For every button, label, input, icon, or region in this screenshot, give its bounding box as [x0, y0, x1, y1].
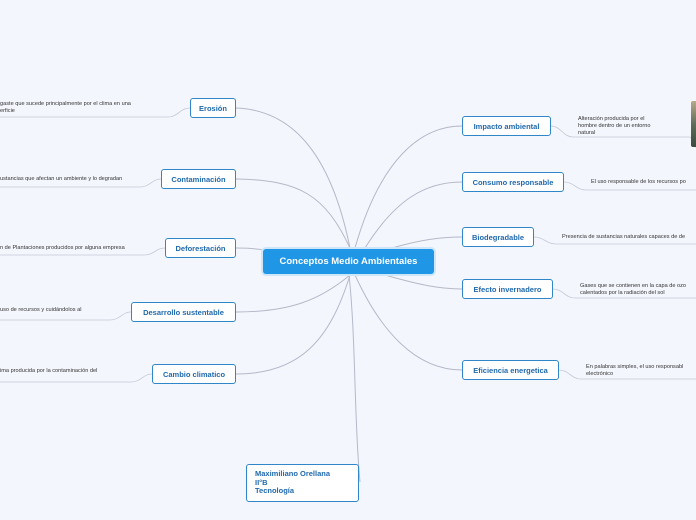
- connector-cambio: [235, 274, 351, 375]
- connector-contaminacion: [235, 178, 351, 249]
- author-note[interactable]: Maximiliano Orellana II°B Tecnología: [246, 464, 359, 502]
- author-name: Maximiliano Orellana: [255, 469, 331, 478]
- desc-erosion: gaste que sucede principalmente por el c…: [0, 101, 131, 114]
- topic-contaminacion[interactable]: Contaminación: [161, 169, 236, 189]
- desc-cambio-climatico: ima producida por la contaminación del: [0, 368, 98, 374]
- topic-erosion[interactable]: Erosión: [190, 98, 236, 118]
- desc-contaminacion: ustancias que afectan un ambiente y lo d…: [0, 176, 123, 182]
- connector-erosion: [235, 107, 351, 249]
- desc-deforestacion: n de Plantaciones producidos por alguna …: [0, 245, 125, 251]
- central-topic[interactable]: Conceptos Medio Ambientales: [263, 249, 434, 274]
- connector-desarrollo: [235, 274, 351, 313]
- topic-biodegradable[interactable]: Biodegradable: [462, 227, 534, 247]
- connector-eficiencia: [354, 274, 463, 371]
- topic-efecto-invernadero[interactable]: Efecto invernadero: [462, 279, 553, 299]
- image-thumbnail[interactable]: [691, 101, 696, 147]
- connector-author: [348, 274, 361, 483]
- desc-consumo-responsable: El uso responsable de los recursos po: [591, 179, 686, 185]
- author-subject: Tecnología: [255, 486, 295, 496]
- topic-impacto-ambiental[interactable]: Impacto ambiental: [462, 116, 551, 136]
- topic-deforestacion[interactable]: Deforestación: [165, 238, 236, 258]
- connector-efecto: [384, 274, 463, 290]
- topic-eficiencia-energetica[interactable]: Eficiencia energetica: [462, 360, 559, 380]
- connector-impacto: [354, 125, 463, 249]
- connector-biodegradable: [391, 236, 463, 249]
- desc-desarrollo-sustentable: uso de recursos y cuidándolos al: [0, 307, 82, 313]
- connector-consumo: [364, 181, 463, 249]
- desc-biodegradable: Presencia de sustancias naturales capace…: [562, 234, 686, 240]
- topic-desarrollo-sustentable[interactable]: Desarrollo sustentable: [131, 302, 236, 322]
- author-class: II°B: [255, 477, 268, 487]
- topic-cambio-climatico[interactable]: Cambio climatico: [152, 364, 236, 384]
- desc-efecto-invernadero: Gases que se contienen en la capa de ozo…: [580, 283, 687, 296]
- topic-consumo-responsable[interactable]: Consumo responsable: [462, 172, 564, 192]
- connector-deforestacion: [235, 247, 265, 251]
